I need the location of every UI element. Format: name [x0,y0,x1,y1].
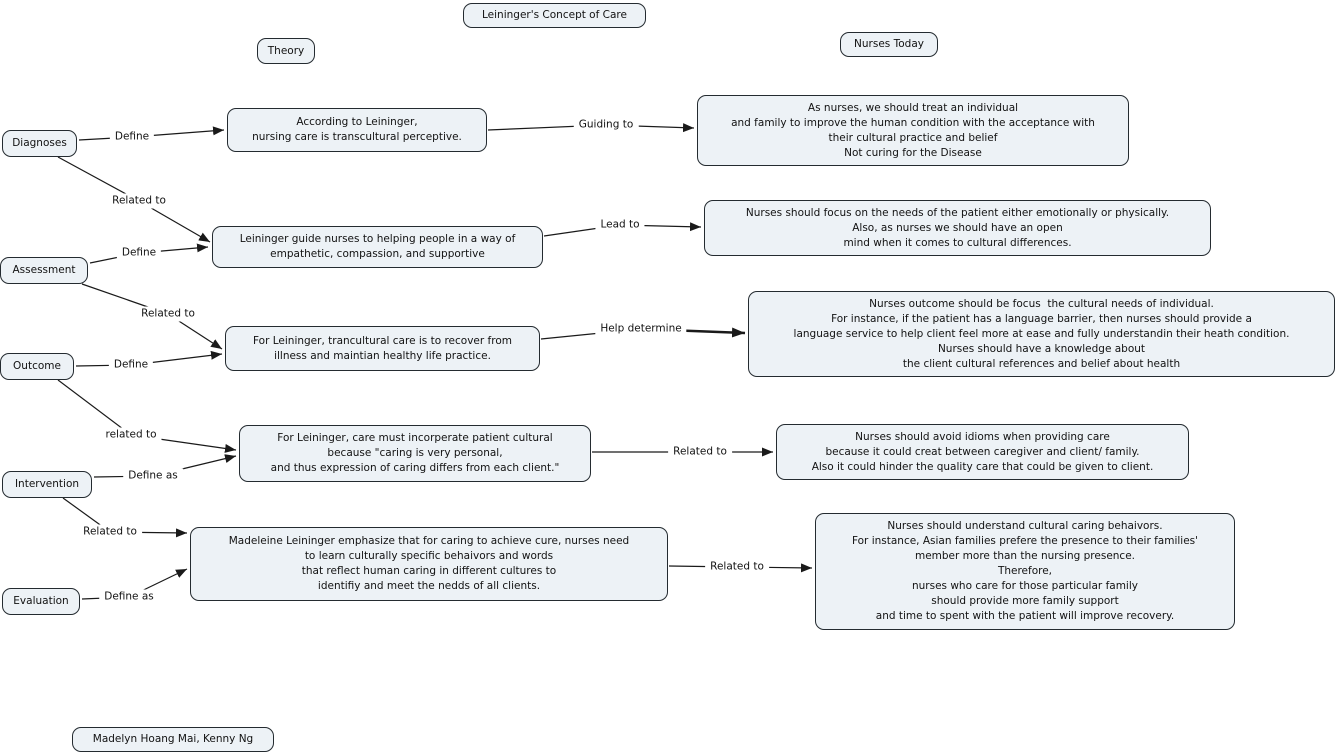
concept-node-intervention[interactable]: Intervention [2,471,92,498]
link-label-related-3[interactable]: related to [100,427,162,443]
theory-box-2[interactable]: Leininger guide nurses to helping people… [212,226,543,268]
nurses-box-text: As nurses, we should treat an individual… [731,101,1095,159]
link-label-lead-to[interactable]: Lead to [595,217,645,233]
nurses-today-column-node[interactable]: Nurses Today [840,32,938,57]
concept-node-text: Assessment [12,264,76,276]
concept-node-assessment[interactable]: Assessment [0,257,88,284]
nurses-box-text: Nurses should focus on the needs of the … [745,206,1170,249]
concept-node-text: Intervention [14,478,80,490]
nurses-box-text: Nurses should understand cultural caring… [851,520,1199,622]
nurses-box-2[interactable]: Nurses should focus on the needs of the … [704,200,1211,256]
theory-box-text: For Leininger, care must incorperate pat… [270,432,560,474]
map-title-node[interactable]: Leininger's Concept of Care [463,3,646,28]
theory-column-text: Theory [267,44,305,57]
nurses-box-4[interactable]: Nurses should avoid idioms when providin… [776,424,1189,480]
theory-box-text: Madeleine Leininger emphasize that for c… [228,535,630,592]
link-label-define-1[interactable]: Define [109,129,155,145]
nurses-box-5[interactable]: Nurses should understand cultural caring… [815,513,1235,630]
link-label-define-2[interactable]: Define [116,245,162,261]
theory-box-text: Leininger guide nurses to helping people… [239,233,516,260]
nurses-box-text: Nurses outcome should be focus the cultu… [793,297,1290,370]
concept-node-evaluation[interactable]: Evaluation [2,588,80,615]
link-label-related-4[interactable]: Related to [78,524,142,540]
link-label-related-1[interactable]: Related to [107,193,171,209]
link-label-define-as-1[interactable]: Define as [123,468,183,484]
authors-node[interactable]: Madelyn Hoang Mai, Kenny Ng [72,727,274,752]
link-label-define-as-2[interactable]: Define as [99,589,159,605]
authors-text: Madelyn Hoang Mai, Kenny Ng [92,733,254,745]
link-label-help-determine[interactable]: Help determine [595,321,687,337]
theory-box-3[interactable]: For Leininger, trancultural care is to r… [225,326,540,371]
theory-box-text: For Leininger, trancultural care is to r… [253,334,512,362]
link-label-define-3[interactable]: Define [108,357,154,373]
nurses-today-column-text: Nurses Today [854,38,924,50]
link-label-related-6[interactable]: Related to [705,559,769,575]
theory-box-4[interactable]: For Leininger, care must incorperate pat… [239,425,591,482]
theory-box-1[interactable]: According to Leininger, nursing care is … [227,108,487,152]
nurses-box-1[interactable]: As nurses, we should treat an individual… [697,95,1129,166]
link-label-guiding-to[interactable]: Guiding to [573,117,639,133]
theory-column-node[interactable]: Theory [257,38,315,64]
link-label-related-2[interactable]: Related to [136,306,200,322]
concept-node-text: Diagnoses [12,137,67,149]
theory-box-5[interactable]: Madeleine Leininger emphasize that for c… [190,527,668,601]
concept-node-text: Evaluation [13,595,69,607]
link-label-related-5[interactable]: Related to [668,444,732,460]
concept-node-outcome[interactable]: Outcome [0,353,74,380]
nurses-box-3[interactable]: Nurses outcome should be focus the cultu… [748,291,1335,377]
nurses-box-text: Nurses should avoid idioms when providin… [811,430,1154,473]
concept-node-diagnoses[interactable]: Diagnoses [2,130,77,157]
connector-line [57,379,132,436]
concept-node-text: Outcome [13,360,61,372]
theory-box-text: According to Leininger, nursing care is … [252,116,462,143]
map-title-text: Leininger's Concept of Care [482,9,627,21]
